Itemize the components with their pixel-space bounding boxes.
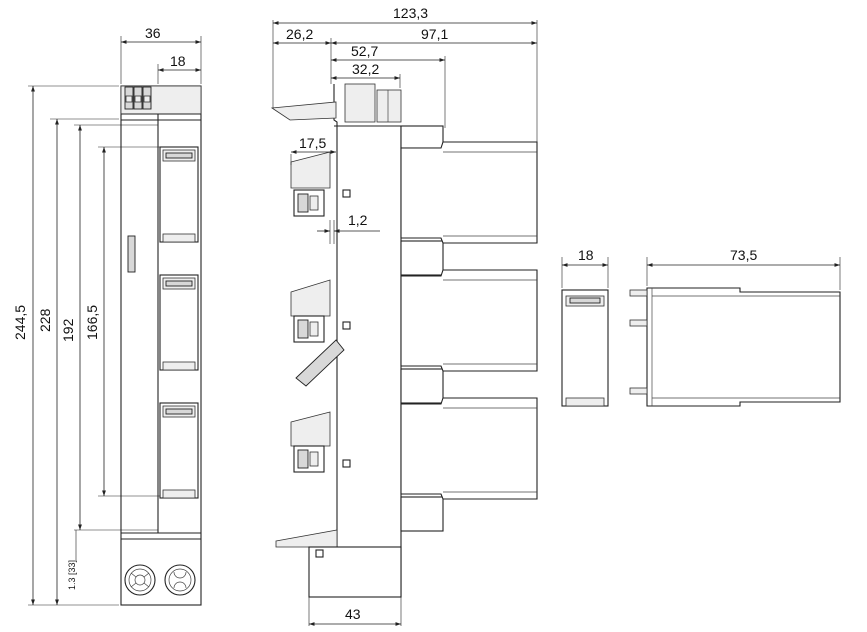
dim-base-43: 43 bbox=[345, 606, 361, 622]
dim-cap-length: 73,5 bbox=[730, 247, 757, 263]
dim-height-192: 192 bbox=[60, 318, 76, 342]
cable-entry-right bbox=[164, 564, 196, 596]
latch-3 bbox=[290, 411, 331, 473]
note-small: 1.3 [33] bbox=[67, 560, 77, 590]
side-dimensions: 123,3 26,2 97,1 52,7 32,2 17,5 1,2 43 bbox=[272, 5, 538, 626]
dim-depth-total: 123,3 bbox=[393, 5, 428, 21]
dim-depth-rear: 97,1 bbox=[421, 26, 448, 42]
dim-height-166: 166,5 bbox=[84, 305, 100, 340]
dim-gap-12: 1,2 bbox=[348, 212, 368, 228]
latch-1 bbox=[290, 151, 331, 217]
dim-depth-322: 32,2 bbox=[352, 61, 379, 77]
dim-width-half: 18 bbox=[170, 53, 186, 69]
fuse-section-2 bbox=[159, 274, 199, 371]
fuse-section-1 bbox=[159, 146, 199, 243]
cap-side-view: 73,5 bbox=[629, 247, 841, 407]
side-view bbox=[270, 83, 538, 598]
side-carrier-2 bbox=[400, 269, 538, 372]
dim-height-total: 244,5 bbox=[12, 305, 28, 340]
front-view bbox=[120, 85, 202, 606]
dim-depth-527: 52,7 bbox=[351, 43, 378, 59]
dim-depth-front: 26,2 bbox=[286, 26, 313, 42]
terminal-screws bbox=[124, 86, 152, 110]
fuse-section-3 bbox=[159, 402, 199, 499]
dim-width-total: 36 bbox=[145, 25, 161, 41]
dim-clip-175: 17,5 bbox=[299, 135, 326, 151]
latch-2 bbox=[290, 279, 345, 387]
dim-height-228: 228 bbox=[37, 308, 53, 332]
front-dimensions: 36 18 244,5 228 192 166,5 1.3 [33] bbox=[12, 25, 202, 606]
side-carrier-3 bbox=[400, 397, 538, 500]
cap-front-view: 18 bbox=[561, 247, 609, 407]
cable-entry-left bbox=[124, 564, 156, 596]
dim-cap-width: 18 bbox=[578, 247, 594, 263]
side-carrier-1 bbox=[400, 141, 538, 244]
side-slot bbox=[127, 235, 136, 273]
